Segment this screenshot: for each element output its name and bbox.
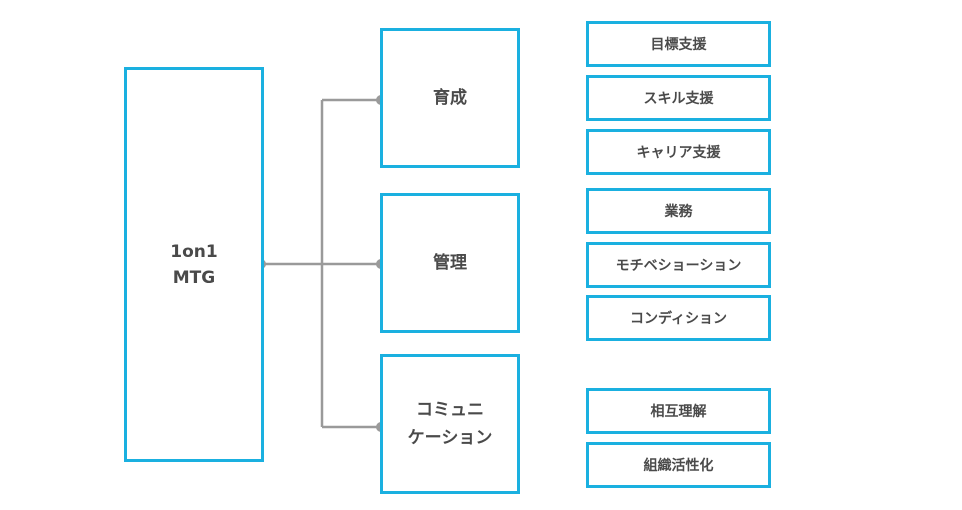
sub-item-condition: コンディション <box>586 295 771 341</box>
category-node-kanri: 管理 <box>380 193 520 333</box>
category-node-ikusei: 育成 <box>380 28 520 168</box>
sub-item-label: 業務 <box>664 204 693 220</box>
sub-item-soshiki-kasseika: 組織活性化 <box>586 442 771 488</box>
category-label: 育成 <box>433 88 467 108</box>
category-label: 管理 <box>433 253 467 273</box>
sub-item-sogo-rikai: 相互理解 <box>586 388 771 434</box>
sub-item-skill-shien: スキル支援 <box>586 75 771 121</box>
root-node-line-2: MTG <box>172 267 216 288</box>
sub-item-career-shien: キャリア支援 <box>586 129 771 175</box>
root-node-1on1-mtg: 1on1 MTG <box>124 67 264 462</box>
sub-item-motivation: モチベショーション <box>586 242 771 288</box>
sub-item-label: 組織活性化 <box>643 458 714 474</box>
sub-item-label: 相互理解 <box>650 404 707 420</box>
sub-item-gyomu: 業務 <box>586 188 771 234</box>
sub-item-label: キャリア支援 <box>636 145 721 161</box>
sub-item-label: コンディション <box>629 311 728 327</box>
sub-item-mokuhyo-shien: 目標支援 <box>586 21 771 67</box>
sub-item-label: モチベショーション <box>615 258 742 274</box>
category-label-line-2: ケーション <box>407 428 493 448</box>
sub-item-label: スキル支援 <box>643 91 714 107</box>
sub-item-label: 目標支援 <box>650 37 707 53</box>
category-node-communication: コミュニ ケーション <box>380 354 520 494</box>
root-node-line-1: 1on1 <box>170 241 218 262</box>
category-label-line-1: コミュニ <box>416 400 484 420</box>
